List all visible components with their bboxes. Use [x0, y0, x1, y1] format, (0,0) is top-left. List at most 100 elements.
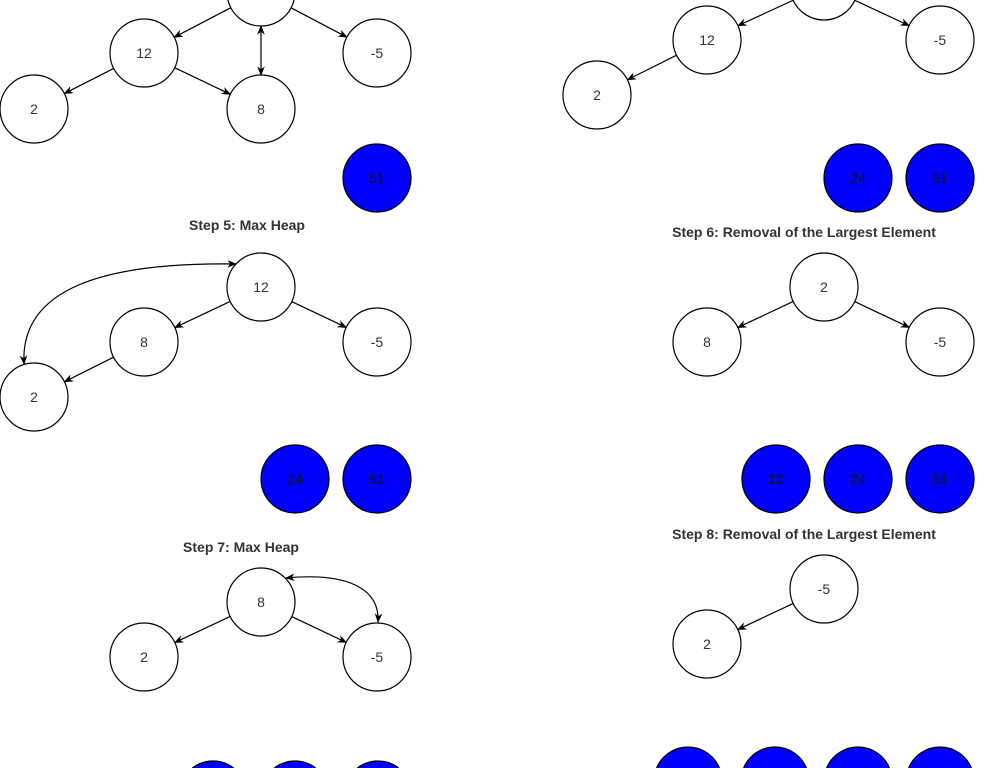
node-circle: [342, 143, 412, 213]
node-circle: [789, 252, 859, 322]
node-circle: [109, 307, 179, 377]
node-circle: [672, 609, 742, 679]
node-value: 8: [703, 334, 711, 350]
heap-node: 8: [672, 307, 742, 377]
edge-arrow: [854, 0, 911, 27]
sorted-node: 51: [905, 444, 975, 514]
node-circle: [342, 307, 412, 377]
heap-node: 2: [789, 252, 859, 322]
heap-node: -5: [905, 307, 975, 377]
node-value: 2: [820, 279, 828, 295]
node-value: -5: [371, 334, 384, 350]
sorted-node: 51: [342, 143, 412, 213]
node-circle: [823, 143, 893, 213]
heap-node: 12: [109, 18, 179, 88]
node-circle: [226, 74, 296, 144]
edge-arrow: [736, 602, 794, 631]
node-value: 2: [593, 87, 601, 103]
node-circle: [109, 18, 179, 88]
node-value: 24: [850, 471, 866, 487]
node-value: -5: [934, 334, 947, 350]
node-circle: [905, 5, 975, 75]
node-value: 8: [257, 594, 265, 610]
edge-arrow: [291, 616, 348, 643]
sorted-node: [826, 746, 890, 768]
edge-arrow: [174, 67, 232, 95]
sorted-node: 24: [823, 444, 893, 514]
step5-title: Step 5: Max Heap: [189, 217, 305, 233]
node-circle: [741, 444, 811, 514]
heap-node: 2: [0, 362, 69, 432]
sorted-node: 51: [342, 444, 412, 514]
step8-title: Step 8: Removal of the Largest Element: [672, 526, 936, 542]
sorted-node: [908, 746, 972, 768]
edge-arrow: [736, 300, 794, 329]
node-circle: [0, 74, 69, 144]
sorted-node: [656, 746, 720, 768]
node-circle: [656, 746, 720, 768]
heap-node: 2: [562, 60, 632, 130]
edge-arrow: [173, 7, 232, 38]
node-value: 51: [932, 170, 948, 186]
edge-arrow: [173, 300, 231, 329]
swap-arrow: [19, 260, 237, 365]
edge-arrow: [291, 301, 348, 328]
node-circle: [823, 444, 893, 514]
heap-node: 24: [227, 0, 295, 27]
sorted-node: [191, 760, 235, 768]
heap-node: 2: [0, 74, 69, 144]
node-value: 51: [932, 471, 948, 487]
edge-arrow: [63, 67, 114, 95]
heap-node: -5: [905, 5, 975, 75]
node-circle: [905, 143, 975, 213]
node-value: 2: [703, 636, 711, 652]
node-value: -5: [934, 32, 947, 48]
node-circle: [191, 760, 235, 768]
node-circle: [905, 307, 975, 377]
sorted-node: [743, 746, 807, 768]
heap-node: -5: [342, 18, 412, 88]
heap-node: 8: [109, 307, 179, 377]
node-circle: [672, 307, 742, 377]
step7-title: Step 7: Max Heap: [183, 539, 299, 555]
node-circle: [908, 746, 972, 768]
node-value: 8: [140, 334, 148, 350]
node-circle: [109, 622, 179, 692]
sorted-node: [273, 760, 317, 768]
heap-node: 2: [109, 622, 179, 692]
sorted-node: 12: [741, 444, 811, 514]
node-circle: [743, 746, 807, 768]
swap-arrow: [285, 573, 383, 623]
sorted-node: 24: [823, 143, 893, 213]
sorted-node: [356, 760, 400, 768]
node-value: 51: [369, 471, 385, 487]
node-value: -5: [818, 581, 831, 597]
node-value: 8: [257, 101, 265, 117]
node-circle: [226, 567, 296, 637]
node-value: 24: [850, 170, 866, 186]
node-circle: [789, 554, 859, 624]
node-value: -5: [371, 649, 384, 665]
edge-arrow: [736, 0, 794, 27]
sorted-node: 51: [905, 143, 975, 213]
node-value: 51: [369, 170, 385, 186]
heap-node: [792, 0, 856, 21]
node-circle: [342, 444, 412, 514]
node-circle: [356, 760, 400, 768]
node-circle: [792, 0, 856, 21]
node-circle: [0, 362, 69, 432]
node-circle: [226, 252, 296, 322]
node-circle: [342, 622, 412, 692]
node-circle: [342, 18, 412, 88]
node-value: -5: [371, 45, 384, 61]
node-circle: [562, 60, 632, 130]
heap-node: 8: [226, 74, 296, 144]
node-circle: [905, 444, 975, 514]
node-circle: [273, 760, 317, 768]
node-value: 12: [768, 471, 784, 487]
node-value: 12: [136, 45, 152, 61]
node-circle: [227, 0, 295, 27]
heap-node: 2: [672, 609, 742, 679]
heap-node: -5: [789, 554, 859, 624]
edge-arrow: [626, 54, 677, 81]
